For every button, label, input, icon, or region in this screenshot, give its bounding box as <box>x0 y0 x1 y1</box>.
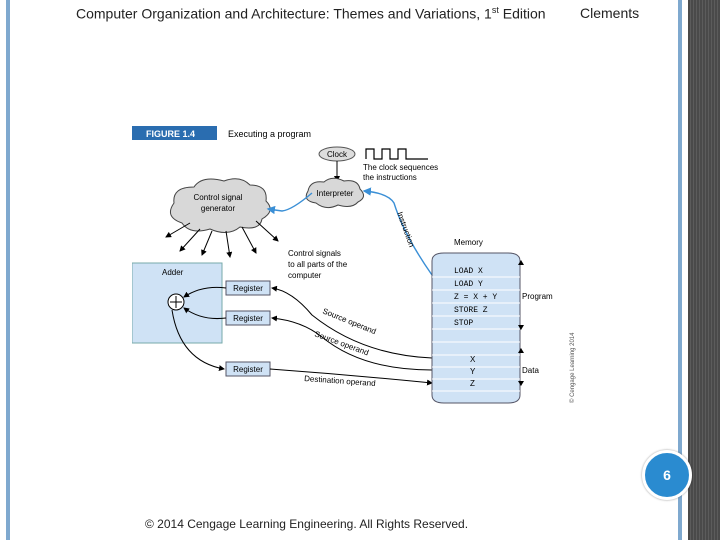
register-3-label: Register <box>233 365 263 374</box>
data-row-x: X <box>470 355 476 364</box>
register-1-label: Register <box>233 284 263 293</box>
destination-operand-label: Destination operand <box>304 374 376 388</box>
control-signal-arrows <box>165 220 279 258</box>
register-2-label: Register <box>233 314 263 323</box>
right-accent-bar <box>678 0 682 540</box>
data-label: Data <box>522 366 539 375</box>
memory-row-4: STORE Z <box>454 306 488 315</box>
clock-waveform-icon <box>365 148 428 160</box>
control-generator-line1: Control signal <box>194 193 243 202</box>
adder-label: Adder <box>162 268 184 277</box>
program-label: Program <box>522 292 553 301</box>
control-signals-line1: Control signals <box>288 249 341 258</box>
figure-label-bar <box>132 126 217 140</box>
figure-copyright: © Cengage Learning 2014 <box>569 332 576 403</box>
data-row-z: Z <box>470 379 475 388</box>
figure-label: FIGURE 1.4 <box>146 129 195 139</box>
register-adder-arrows <box>171 286 227 372</box>
instruction-arrow <box>362 187 433 276</box>
slide-header-author: Clements <box>580 5 640 21</box>
slide: Computer Organization and Architecture: … <box>0 0 688 540</box>
memory-row-dividers <box>432 276 520 392</box>
memory-row-2: LOAD Y <box>454 280 483 289</box>
interpreter-cloud <box>305 177 364 209</box>
control-signals-line3: computer <box>288 271 322 280</box>
memory-row-5: STOP <box>454 319 473 328</box>
control-signals-line2: to all parts of the <box>288 260 348 269</box>
clock-note-line2: the instructions <box>363 173 417 182</box>
memory-row-1: LOAD X <box>454 267 483 276</box>
slide-header-title: Computer Organization and Architecture: … <box>76 5 546 22</box>
figure-caption: Executing a program <box>228 129 311 139</box>
figure-executing-program: FIGURE 1.4 Executing a program Clock The… <box>131 125 580 405</box>
instruction-label: Instruction <box>395 211 416 249</box>
control-generator-line2: generator <box>201 204 236 213</box>
memory-label: Memory <box>454 238 483 247</box>
operand-arrows <box>269 285 433 386</box>
clock-note-line1: The clock sequences <box>363 163 438 172</box>
page-number-badge: 6 <box>642 450 692 500</box>
source-operand-label-1: Source operand <box>321 307 377 337</box>
interpreter-label: Interpreter <box>317 189 354 198</box>
interpreter-to-generator-arrow <box>266 192 313 215</box>
memory-row-3: Z = X + Y <box>454 293 497 302</box>
left-accent-bar <box>6 0 10 540</box>
memory-region-markers <box>518 260 524 386</box>
data-row-y: Y <box>470 367 476 376</box>
slide-footer-copyright: © 2014 Cengage Learning Engineering. All… <box>145 517 469 531</box>
clock-label: Clock <box>327 150 348 159</box>
